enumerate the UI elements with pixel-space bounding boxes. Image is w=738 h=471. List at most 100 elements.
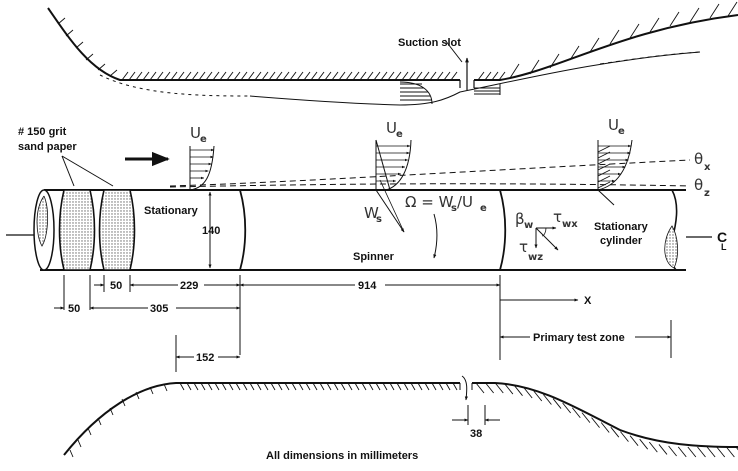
wall-hatch xyxy=(629,23,640,39)
wall-hatch xyxy=(609,29,620,45)
wall-hatch xyxy=(177,71,185,81)
wall-hatch xyxy=(233,71,241,81)
wall-hatch xyxy=(186,382,192,391)
wall-hatch xyxy=(549,53,560,69)
wall-hatch xyxy=(219,71,227,81)
ue-symbol-2: U xyxy=(386,119,397,137)
crossflow-hatch xyxy=(597,163,611,171)
wall-hatch xyxy=(484,71,492,81)
wall-hatch xyxy=(629,435,639,446)
wall-hatch xyxy=(235,382,241,391)
grit-label-line1: # 150 grit xyxy=(18,126,67,138)
wall-hatch xyxy=(504,383,514,395)
wall-hatch xyxy=(212,71,220,81)
wall-hatch xyxy=(727,1,738,17)
crossflow-hatch xyxy=(597,157,611,165)
wall-hatch xyxy=(417,382,423,391)
wall-hatch xyxy=(340,382,346,391)
wall-hatch xyxy=(352,71,360,81)
wall-hatch xyxy=(669,11,680,27)
ue-sub-3: e xyxy=(618,126,625,137)
wall-hatch xyxy=(382,382,388,391)
tau-wz: τ xyxy=(519,238,528,256)
wall-hatch xyxy=(485,382,494,394)
wall-hatch xyxy=(226,71,234,81)
theta-z: θ xyxy=(694,176,703,194)
wall-hatch xyxy=(706,446,716,458)
wall-hatch xyxy=(275,71,283,81)
wall-hatch xyxy=(431,382,437,391)
wall-hatch xyxy=(422,71,430,81)
wall-hatch xyxy=(600,422,610,433)
wall-hatch xyxy=(247,71,255,81)
centerline-sub: L xyxy=(721,242,727,252)
ue-symbol-1: U xyxy=(190,124,201,142)
dim-grit-to-spinner: 305 xyxy=(150,303,168,315)
wall-hatch xyxy=(687,446,697,458)
wall-hatch xyxy=(163,383,168,392)
wall-hatch xyxy=(389,382,395,391)
wall-hatch xyxy=(408,71,416,81)
wall-hatch xyxy=(254,71,262,81)
wall-hatch xyxy=(289,71,297,81)
suction-slot-label: Suction slot xyxy=(398,37,461,49)
beta-w: β xyxy=(515,210,525,228)
wall-hatch xyxy=(438,382,444,391)
wall-hatch xyxy=(523,387,533,399)
stationary-cylinder-label-2: cylinder xyxy=(600,235,643,247)
wall-hatch xyxy=(494,382,504,394)
wall-hatch xyxy=(324,71,332,81)
wall-hatch xyxy=(65,29,74,37)
wall-hatch xyxy=(424,382,430,391)
omega-equation: Ω = W xyxy=(405,193,454,211)
omega-tail: /U xyxy=(457,193,473,211)
wall-hatch xyxy=(77,439,82,448)
wall-hatch xyxy=(184,71,192,81)
omega-sub: s xyxy=(451,203,457,214)
wall-hatch xyxy=(477,71,485,81)
wall-hatch xyxy=(75,41,84,49)
grit-label-line2: sand paper xyxy=(18,141,77,153)
wall-hatch xyxy=(277,382,283,391)
wall-hatch xyxy=(282,71,290,81)
sandpaper-band-2 xyxy=(98,189,136,271)
footnote: All dimensions in millimeters xyxy=(266,450,418,462)
wall-hatch xyxy=(179,382,185,391)
wall-hatch xyxy=(396,382,402,391)
wall-hatch xyxy=(191,71,199,81)
wall-hatch xyxy=(263,382,269,391)
wall-hatch xyxy=(533,390,543,402)
wall-hatch xyxy=(552,398,562,409)
wall-hatch xyxy=(149,386,154,395)
wall-hatch xyxy=(401,71,409,81)
dim-contraction-offset: 152 xyxy=(196,352,214,364)
wall-hatch xyxy=(709,3,720,19)
wall-hatch xyxy=(620,431,629,442)
wall-hatch xyxy=(261,71,269,81)
centerline-symbol: C xyxy=(717,229,727,245)
wall-hatch xyxy=(649,17,660,33)
wall-hatch xyxy=(581,412,591,423)
wall-hatch xyxy=(305,382,311,391)
upper-tunnel-wall: Suction slot xyxy=(47,1,738,106)
theta-x: θ xyxy=(694,150,703,168)
omega-tail-sub: e xyxy=(480,203,487,214)
wall-hatch xyxy=(291,382,297,391)
wall-hatch xyxy=(415,71,423,81)
dim-diameter: 140 xyxy=(202,225,220,237)
stationary-cylinder-label-1: Stationary xyxy=(594,221,649,233)
wall-hatch xyxy=(268,71,276,81)
wall-hatch xyxy=(529,59,540,75)
wall-hatch xyxy=(726,446,735,458)
wall-hatch xyxy=(429,71,437,81)
wall-hatch xyxy=(163,71,171,81)
ue-sub-1: e xyxy=(200,134,207,145)
wall-hatch xyxy=(284,382,290,391)
primary-test-zone-label: Primary test zone xyxy=(533,332,625,344)
wall-hatch xyxy=(562,402,572,414)
theta-x-sub: x xyxy=(704,162,711,173)
wall-hatch xyxy=(403,382,409,391)
wall-hatch xyxy=(373,71,381,81)
wall-hatch xyxy=(543,394,552,405)
sandpaper-band-1 xyxy=(58,189,96,271)
